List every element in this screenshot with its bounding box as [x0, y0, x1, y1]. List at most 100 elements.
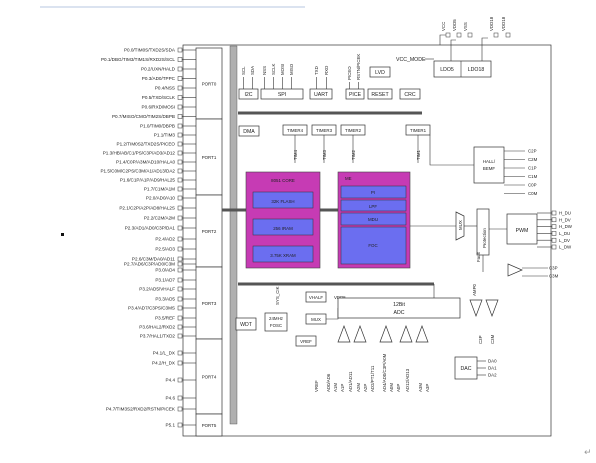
pin-pad: [177, 395, 183, 401]
pin-label: P2.2/C2M/A2M: [144, 216, 175, 221]
sig-mosi: MOSI: [280, 64, 285, 75]
dac-output-label: DA0: [488, 359, 497, 364]
pwm-output-label: L_DU: [559, 231, 570, 236]
fault-label: Fault: [476, 251, 481, 262]
pin-label: P4.7/TIM3S2/RXD2/RSTN/PICEK: [106, 407, 176, 412]
sig-txd: TXD: [314, 66, 319, 75]
me-block: ME PI LPF MDU FOC: [337, 171, 411, 269]
reset-label: RESET: [371, 92, 389, 98]
power-pin-label: VSS: [463, 22, 468, 31]
bottom-signal-label: A1M: [333, 383, 338, 392]
timer1-label: TIMER1: [410, 128, 427, 133]
pin-pad: [177, 360, 183, 366]
pin-labels: P0.0/TIM0S/TXD2S/SDAP0.1/DBG/TIM3/TIM1S/…: [100, 48, 196, 428]
spi-block: SPI: [260, 88, 304, 100]
pin-label: P0.4/NSS: [155, 86, 175, 91]
pin-label: P0.3/AD0/TPPC: [142, 76, 176, 81]
xram-label: 3.75K XRAM: [270, 253, 296, 258]
ldo-block: LDO5 LDO18: [433, 60, 492, 78]
opamps: [337, 325, 429, 343]
i2c-label: I2C: [244, 92, 252, 98]
pin-label: P1.7/C1M/A1M: [144, 187, 175, 192]
pwm-output-label: H_DU: [559, 211, 571, 216]
pwm-pad: [551, 231, 557, 236]
opamp-symbol: [337, 325, 351, 343]
comparator: [507, 263, 523, 277]
pin-pad: [177, 47, 183, 53]
pwm-output-label: H_DV: [559, 217, 571, 222]
lpf-label: LPF: [369, 204, 377, 209]
pin-pad: [177, 406, 183, 412]
pwm-pad: [551, 217, 557, 223]
pin-label: P3.6/HAL2/RXD2: [139, 325, 175, 330]
amp-signal-labels: C3P C3M: [478, 334, 495, 344]
bottom-signal-label: AD12/AD13: [405, 368, 410, 392]
pin-pad: [177, 305, 183, 311]
amp-signal-label: C3M: [490, 334, 495, 344]
pin-label: P3.0/AD4: [155, 268, 175, 273]
pin-pad: [177, 350, 183, 356]
uart-label: UART: [314, 92, 329, 98]
timer3-label: TIMER3: [316, 128, 333, 133]
bottom-signal-label: A3P: [425, 384, 430, 392]
pwm-output-label: L_DV: [559, 238, 570, 243]
bottom-signal-label: A0M: [389, 383, 394, 392]
mux2-block: MUX: [305, 313, 327, 325]
pin-pad: [177, 225, 183, 231]
pin-pad: [177, 159, 183, 165]
sig-sclk: SCLK: [271, 63, 276, 75]
sig-piceo: PICEO: [347, 66, 352, 80]
pin-pad: [177, 85, 183, 91]
vref-label: VREF: [300, 339, 312, 344]
pin-pad: [177, 256, 183, 262]
sig-sda: SDA: [250, 66, 255, 75]
pin-pad: [177, 296, 183, 302]
foc-box: [340, 226, 407, 265]
bemf-input-label: C2P: [528, 149, 537, 154]
pin-pad: [177, 236, 183, 242]
ldo5-label: LDO5: [440, 67, 454, 73]
opamp-symbol: [353, 325, 367, 343]
pin-pad: [177, 66, 183, 72]
cmp-input-label: C3P: [549, 266, 558, 271]
vhalf-label: VHALF: [309, 295, 323, 300]
pin-pad: [177, 95, 183, 100]
mdu-label: MDU: [368, 217, 378, 222]
bottom-signal-label: A3M: [418, 383, 423, 392]
power-pin-pad: [467, 32, 473, 38]
pin-pad: [177, 195, 183, 201]
bemf-input-label: C2M: [528, 157, 538, 162]
uart-block: UART: [309, 88, 333, 100]
pin-label: P2.6/C3M/DA0/AD11: [132, 257, 176, 262]
pin-pad: [177, 76, 183, 81]
dac-output-label: DA1: [488, 366, 497, 371]
bottom-signal-label: VREF: [314, 380, 319, 392]
pin-label: P0.2/UXN/HALD: [141, 67, 176, 72]
pin-pad: [177, 104, 183, 110]
port-label-1: PORT1: [202, 155, 217, 160]
wdt-label: WDT: [240, 322, 253, 328]
pwm-pad: [551, 210, 557, 216]
port-label-5: PORT5: [202, 423, 217, 428]
amp0-label: AMP0: [472, 283, 477, 296]
hall-timer-link: [429, 135, 474, 166]
port-box-4: [195, 338, 223, 415]
power-pin-pad: [493, 32, 499, 38]
amp-signal-label: C3P: [478, 335, 483, 344]
osc-label-2: FOSC: [270, 323, 282, 328]
pin-pad: [177, 168, 183, 174]
bottom-signal-label: AD1/AD11: [348, 371, 353, 392]
mux-block: MUX: [455, 211, 465, 241]
timer2-block: TIMER2: [340, 124, 366, 136]
pin-label: P2.7/AD6/C3P/AD0/C3M: [124, 262, 175, 267]
lpf-box: [340, 199, 407, 212]
pice-label: PICE: [349, 92, 362, 98]
timer3-block: TIMER3: [311, 124, 337, 136]
pin-label: P1.0/TIM0/DBPB: [140, 124, 175, 129]
vdd5-label: VDD5: [334, 295, 346, 300]
pin-label: P0.5/TXD/SCLK: [142, 95, 176, 100]
pin-label: P0.1/DBG/TIM3/TIM1S/RXD2S/SCL: [101, 57, 175, 62]
